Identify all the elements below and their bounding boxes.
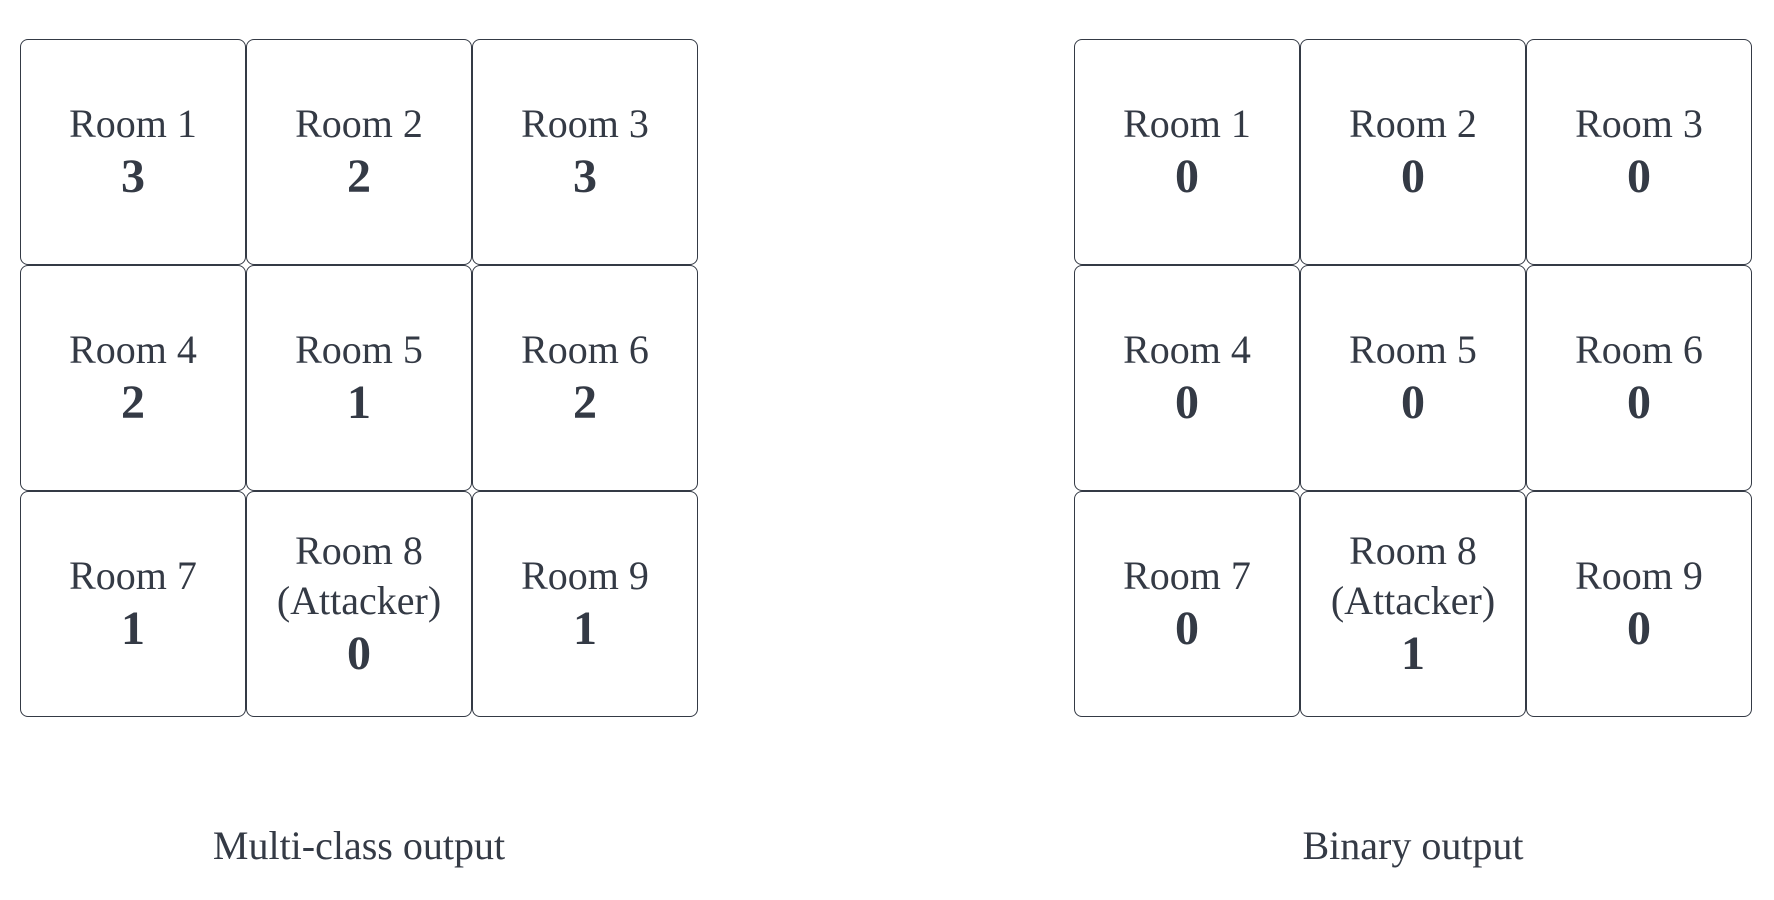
room-cell: Room 2 2: [246, 39, 472, 265]
room-name: Room 6: [1575, 327, 1703, 372]
room-cell: Room 4 0: [1074, 265, 1300, 491]
room-cell: Room 7 1: [20, 491, 246, 717]
room-cell-attacker: Room 8 (Attacker) 0: [246, 491, 472, 717]
room-name: Room 9: [1575, 553, 1703, 598]
binary-grid: Room 1 0 Room 2 0 Room 3 0 Room 4 0 Room…: [1074, 39, 1752, 717]
room-name: Room 7: [1123, 553, 1251, 598]
room-value: 0: [1627, 376, 1651, 429]
room-value: 0: [1627, 150, 1651, 203]
attacker-label: (Attacker): [276, 578, 442, 623]
room-value: 3: [573, 150, 597, 203]
room-cell: Room 7 0: [1074, 491, 1300, 717]
room-cell: Room 4 2: [20, 265, 246, 491]
room-cell: Room 5 0: [1300, 265, 1526, 491]
room-cell: Room 3 0: [1526, 39, 1752, 265]
room-cell: Room 1 0: [1074, 39, 1300, 265]
room-cell: Room 9 1: [472, 491, 698, 717]
multi-class-grid: Room 1 3 Room 2 2 Room 3 3 Room 4 2 Room…: [20, 39, 698, 717]
room-value: 1: [1401, 627, 1425, 680]
room-cell: Room 3 3: [472, 39, 698, 265]
room-value: 0: [1401, 376, 1425, 429]
room-value: 0: [1175, 376, 1199, 429]
binary-caption: Binary output: [1302, 823, 1524, 868]
room-name: Room 3: [1575, 101, 1703, 146]
room-name: Room 6: [521, 327, 649, 372]
room-value: 3: [121, 150, 145, 203]
room-name: Room 8: [295, 528, 423, 573]
room-value: 1: [121, 602, 145, 655]
room-name: Room 9: [521, 553, 649, 598]
room-value: 0: [1175, 602, 1199, 655]
room-name: Room 4: [1123, 327, 1251, 372]
room-value: 0: [1627, 602, 1651, 655]
room-name: Room 7: [69, 553, 197, 598]
room-cell: Room 5 1: [246, 265, 472, 491]
room-name: Room 5: [1349, 327, 1477, 372]
room-name: Room 4: [69, 327, 197, 372]
room-value: 2: [347, 150, 371, 203]
room-cell: Room 9 0: [1526, 491, 1752, 717]
attacker-label: (Attacker): [1330, 578, 1496, 623]
room-cell: Room 6 0: [1526, 265, 1752, 491]
room-cell: Room 6 2: [472, 265, 698, 491]
multi-class-caption: Multi-class output: [212, 823, 506, 868]
room-name: Room 1: [69, 101, 197, 146]
room-value: 0: [1401, 150, 1425, 203]
room-name: Room 2: [295, 101, 423, 146]
room-value: 0: [347, 627, 371, 680]
room-name: Room 8: [1349, 528, 1477, 573]
room-cell: Room 1 3: [20, 39, 246, 265]
room-value: 2: [121, 376, 145, 429]
room-value: 2: [573, 376, 597, 429]
room-name: Room 5: [295, 327, 423, 372]
room-name: Room 1: [1123, 101, 1251, 146]
room-value: 1: [573, 602, 597, 655]
room-value: 1: [347, 376, 371, 429]
room-name: Room 2: [1349, 101, 1477, 146]
room-name: Room 3: [521, 101, 649, 146]
room-cell-attacker: Room 8 (Attacker) 1: [1300, 491, 1526, 717]
room-cell: Room 2 0: [1300, 39, 1526, 265]
room-value: 0: [1175, 150, 1199, 203]
